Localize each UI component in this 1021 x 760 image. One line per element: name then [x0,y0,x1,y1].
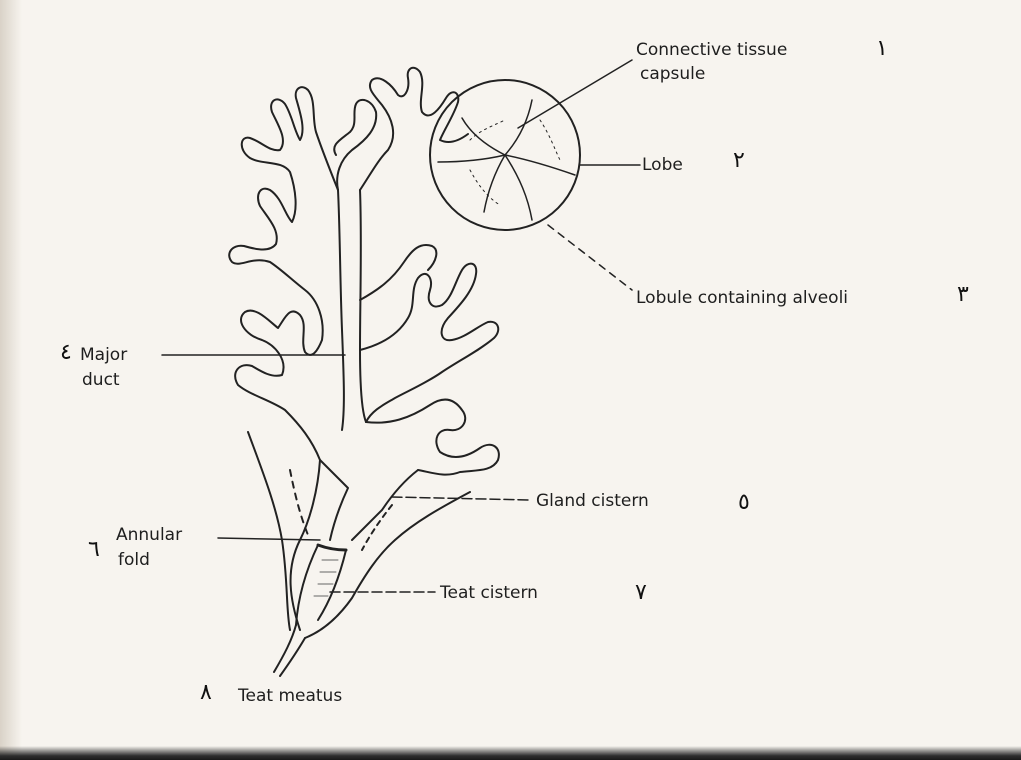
number-4: ٤ [60,340,72,365]
upper-branch-lower-edge [334,100,376,190]
number-5: ٥ [738,490,750,515]
cistern-dashed-line [362,505,392,550]
label-teat-meatus: Teat meatus [238,686,342,706]
gland-right-outer [305,492,470,638]
teat-cistern-left [296,545,318,625]
label-gland-cistern: Gland cistern [536,491,649,511]
label-lobe: Lobe [642,155,683,175]
teat-meatus [274,625,305,676]
label-capsule: capsule [640,64,705,84]
page-bottom-edge [0,746,1021,760]
mid-branch-upper [360,245,436,300]
number-8: ٨ [200,680,212,705]
leader-capsule [518,60,632,128]
annular-fold [318,545,346,550]
label-fold: fold [118,550,150,570]
major-duct-left-edge [338,190,344,430]
upper-branch-right [360,68,468,190]
label-connective-tissue: Connective tissue [636,40,787,60]
leader-lobule [548,225,632,290]
label-lobule: Lobule containing alveoli [636,288,848,308]
number-3: ٣ [957,282,969,307]
teat-cistern-shading [314,560,338,596]
lower-branch-right [366,400,499,475]
number-6: ٦ [88,537,100,562]
number-2: ٢ [733,148,745,173]
teat-outer-left [248,432,290,630]
label-major: Major [80,345,127,365]
number-1: ١ [876,36,888,61]
lobule-dots [470,120,560,205]
major-duct-right-edge [360,190,366,422]
leader-annular-fold [218,538,320,540]
label-teat-cistern: Teat cistern [440,583,538,603]
number-7: ٧ [635,580,647,605]
label-annular: Annular [116,525,182,545]
label-duct: duct [82,370,120,390]
lobe-internal-lines [438,100,575,220]
gland-cistern-outline [320,460,348,540]
